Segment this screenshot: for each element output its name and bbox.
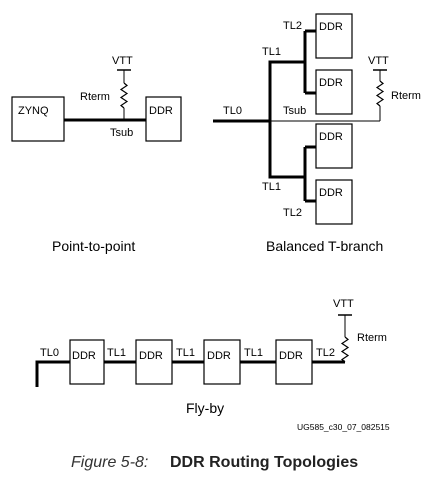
zynq-label: ZYNQ xyxy=(18,105,49,117)
p2p-tsub-label: Tsub xyxy=(110,127,133,139)
p2p-ddr-label: DDR xyxy=(149,105,173,117)
figure-id: UG585_c30_07_082515 xyxy=(297,422,390,432)
fly-by-tl0-label: TL0 xyxy=(40,347,59,359)
balanced-t-branch-topology: DDR DDR DDR DDR VTT Rterm TL0 Tsub TL1 T… xyxy=(213,13,421,225)
caption-point-to-point: Point-to-point xyxy=(52,238,135,254)
t-branch-upper-tl2-label: TL2 xyxy=(283,20,302,32)
t-branch-tl0-label: TL0 xyxy=(223,105,242,117)
fly-by-rterm-label: Rterm xyxy=(357,332,387,344)
fly-by-tl1-label-1: TL1 xyxy=(107,347,126,359)
fly-by-ddr-box-3 xyxy=(203,339,241,385)
t-branch-lower-tl2-label: TL2 xyxy=(283,207,302,219)
fly-by-tl2-label: TL2 xyxy=(316,347,335,359)
t-branch-rterm-resistor xyxy=(375,80,385,107)
caption-fly-by: Fly-by xyxy=(186,400,224,416)
fly-by-ddr-box-4 xyxy=(275,339,313,385)
t-branch-ddr-label-3: DDR xyxy=(319,131,343,143)
t-branch-upper-tl1-label: TL1 xyxy=(262,46,281,58)
fly-by-tl1-label-3: TL1 xyxy=(244,347,263,359)
caption-balanced-t-branch: Balanced T-branch xyxy=(266,238,383,254)
t-branch-tsub-label: Tsub xyxy=(283,105,306,117)
t-branch-vtt-label: VTT xyxy=(368,55,389,67)
fly-by-ddr-label-3: DDR xyxy=(207,350,231,362)
p2p-vtt-label: VTT xyxy=(112,55,133,67)
t-branch-rterm-label: Rterm xyxy=(391,90,421,102)
t-branch-ddr-label-1: DDR xyxy=(319,21,343,33)
fly-by-entry-trace xyxy=(35,360,70,387)
t-branch-ddr-label-2: DDR xyxy=(319,77,343,89)
t-branch-ddr-label-4: DDR xyxy=(319,187,343,199)
t-branch-ddr-box-2 xyxy=(315,69,353,115)
fly-by-ddr-label-4: DDR xyxy=(279,350,303,362)
t-branch-ddr-box-3 xyxy=(315,123,353,169)
t-branch-ddr-box-4 xyxy=(315,179,353,225)
p2p-ddr-box xyxy=(145,96,182,142)
point-to-point-topology: ZYNQ DDR VTT Rterm Tsub xyxy=(11,55,182,142)
t-branch-lower-tl1-label: TL1 xyxy=(262,181,281,193)
fly-by-vtt-label: VTT xyxy=(333,298,354,310)
figure-title: DDR Routing Topologies xyxy=(170,454,358,471)
fly-by-ddr-box-1 xyxy=(69,339,105,385)
figure-number: Figure 5-8: xyxy=(71,454,148,471)
fly-by-tl1-label-2: TL1 xyxy=(176,347,195,359)
p2p-rterm-label: Rterm xyxy=(80,91,110,103)
t-branch-ddr-box-1 xyxy=(315,13,353,59)
fly-by-ddr-box-2 xyxy=(135,339,173,385)
fly-by-topology: DDR DDR DDR DDR VTT Rterm TL0 TL1 TL1 TL… xyxy=(35,298,387,387)
p2p-rterm-resistor xyxy=(119,82,129,109)
zynq-box xyxy=(11,96,65,142)
fly-by-ddr-label-2: DDR xyxy=(139,350,163,362)
fly-by-ddr-label-1: DDR xyxy=(72,350,96,362)
fly-by-rterm-resistor xyxy=(340,336,350,363)
